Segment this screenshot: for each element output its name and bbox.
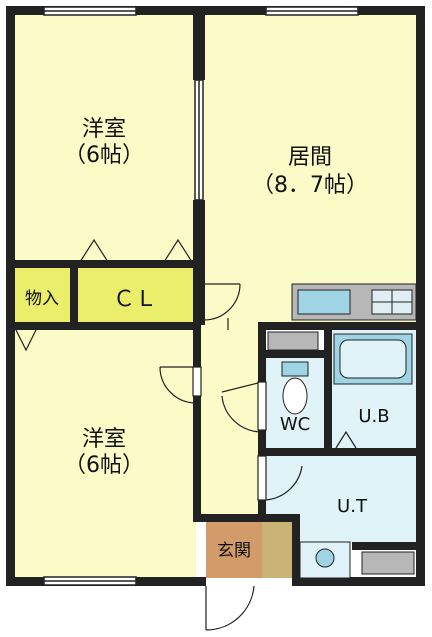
living-room-size: （8．7帖） <box>252 173 368 198</box>
western-room-bottom-floor <box>14 330 196 578</box>
bathroom-label: U.B <box>358 406 389 427</box>
doors <box>15 238 370 631</box>
western-room-top-floor <box>14 14 196 262</box>
shoe-box <box>262 522 292 578</box>
hallway-floor <box>196 322 258 518</box>
storage-floor <box>14 268 70 324</box>
kitchen-counter <box>291 283 417 321</box>
western-room-top-size: （6帖） <box>64 143 144 168</box>
entrance-floor <box>206 522 262 578</box>
utility-label: U.T <box>337 496 368 517</box>
washer-pan <box>361 551 415 575</box>
western-room-top-name: 洋室 <box>82 117 126 142</box>
washbasin-icon <box>299 541 351 579</box>
western-room-bottom-size: （6帖） <box>64 453 144 478</box>
toilet-icon <box>281 361 309 415</box>
refrigerator-space <box>267 331 319 351</box>
bathtub-icon <box>333 333 413 385</box>
closet-floor <box>78 268 196 324</box>
entrance-label: 玄関 <box>217 541 251 561</box>
windows <box>43 6 359 586</box>
storage-label: 物入 <box>25 289 59 309</box>
living-room-floor <box>204 14 416 322</box>
living-room-name: 居間 <box>288 145 332 170</box>
toilet-label: WC <box>280 414 310 435</box>
western-room-bottom-name: 洋室 <box>82 427 126 452</box>
sink-icon <box>297 289 351 315</box>
closet-label: ＣＬ <box>113 287 157 312</box>
